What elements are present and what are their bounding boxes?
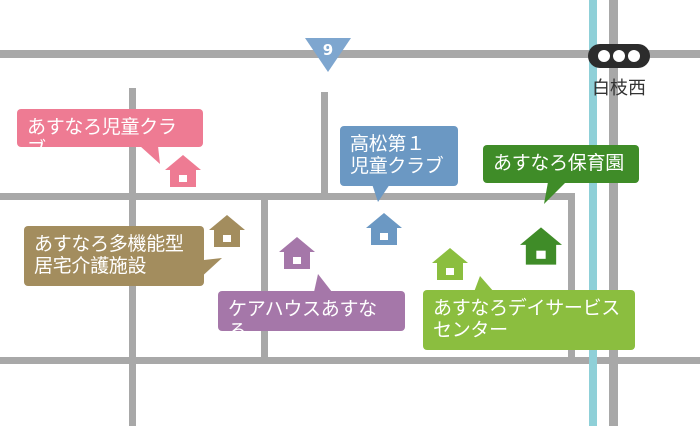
road-main-horizontal [0,50,700,58]
facility-label-day-service: あすなろデイサービス センター [423,290,635,350]
facility-label-nursery: あすなろ保育園 [483,145,639,183]
facility-label-kids-club-1: あすなろ児童クラブ [17,109,203,160]
road-vertical-middle [261,197,268,360]
facility-label-multi-care: あすなろ多機能型 居宅介護施設 [24,226,204,286]
road-horizontal-upper [0,193,575,200]
road-vertical-upper [321,92,328,196]
house-icon [366,213,402,245]
house-icon [432,248,468,280]
station-label: 白枝西 [592,78,646,99]
road-vertical-right [609,0,618,426]
house-icon [209,215,245,247]
road-vertical-inner-right [568,193,575,363]
house-icon [279,237,315,269]
house-icon [165,155,201,187]
route-shield-icon [305,38,351,72]
facility-label-care-house: ケアハウスあすなろ [218,291,405,342]
river [589,0,597,426]
railway-station-icon [588,44,650,68]
road-horizontal-lower [0,357,700,364]
route-number: 9 [322,41,334,59]
house-icon [520,227,562,265]
facility-label-kids-club-2: 高松第１ 児童クラブ [340,126,458,186]
